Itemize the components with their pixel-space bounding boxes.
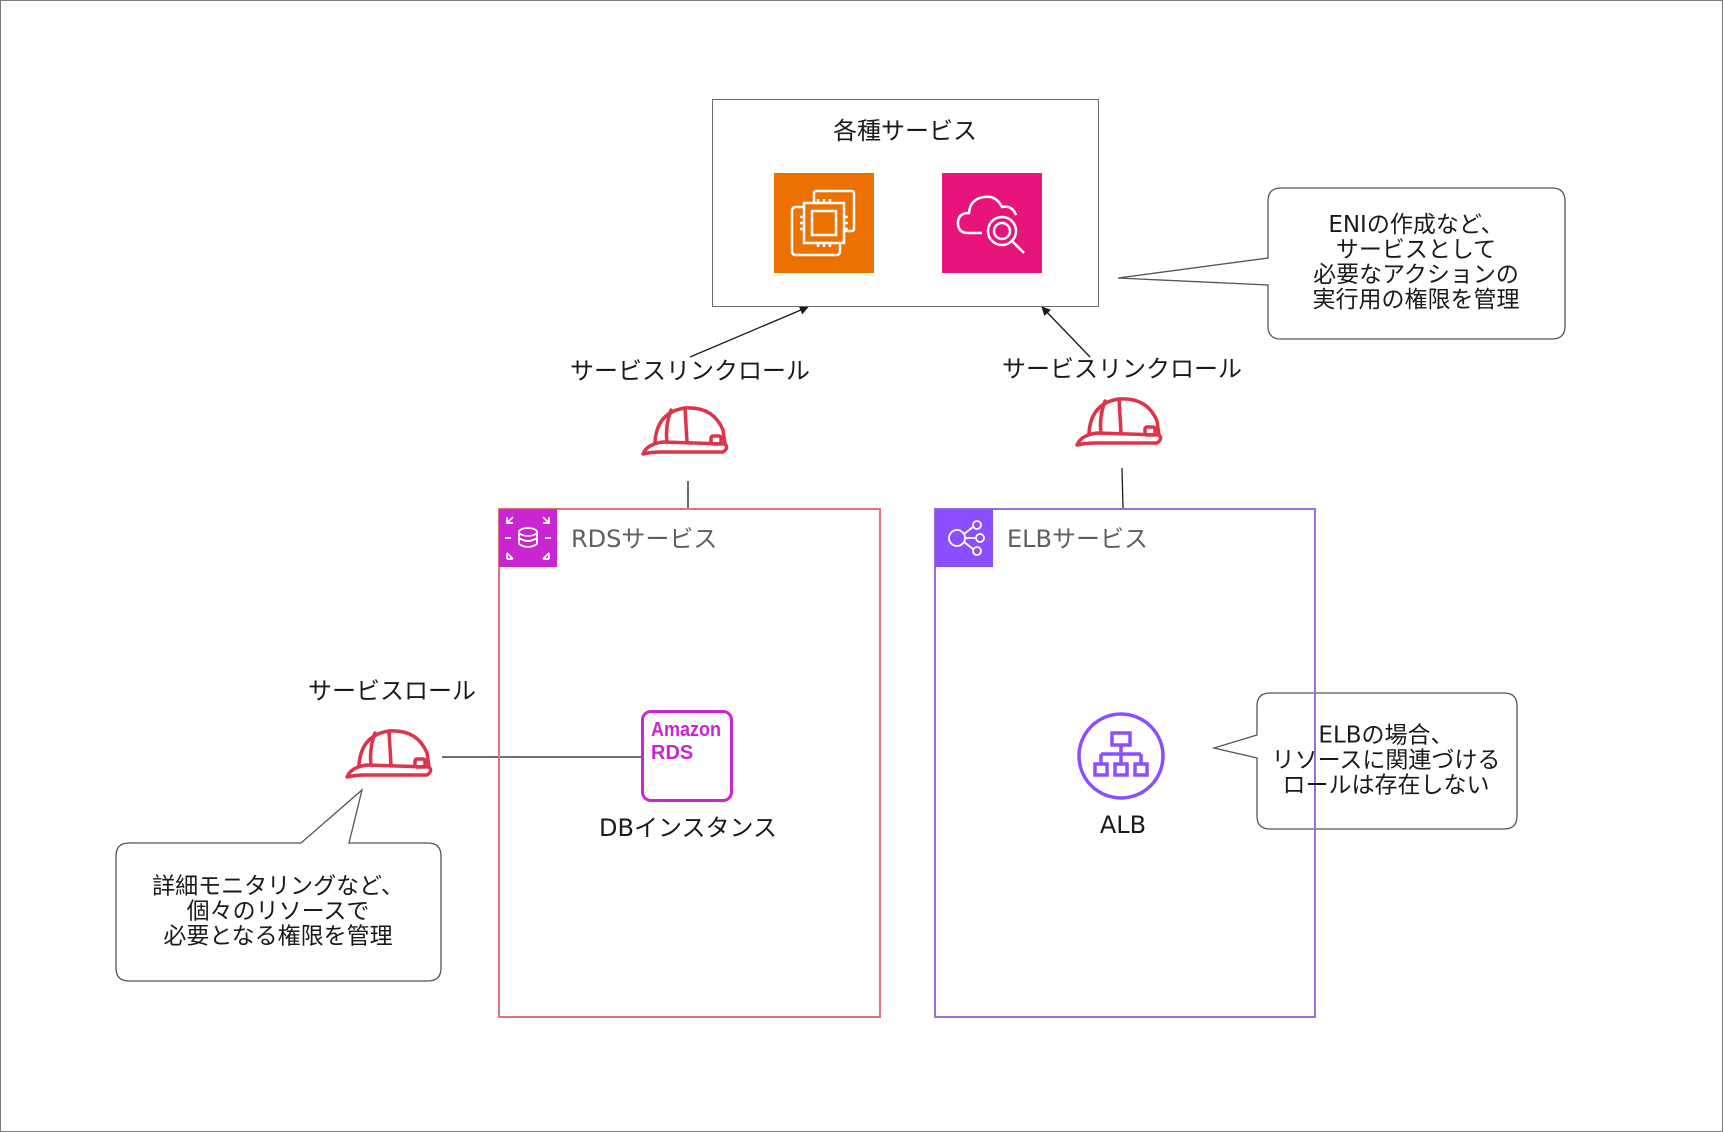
right-link-arrow bbox=[1041, 306, 1091, 358]
helmet-icon bbox=[1075, 397, 1163, 447]
rds-service-group bbox=[498, 508, 881, 1018]
alb-label: ALB bbox=[1099, 811, 1147, 839]
callout-monitoring-line: 個々のリソースで bbox=[186, 898, 370, 925]
helmet-icon bbox=[345, 729, 433, 779]
callout-eni-line: 必要なアクションの bbox=[1313, 262, 1519, 288]
cloudwatch-icon bbox=[942, 173, 1042, 273]
callout-elb-bubble bbox=[1211, 692, 1518, 830]
db-instance-label: DBインスタンス bbox=[599, 814, 777, 842]
callout-eni-text: ENIの作成など、 サービスとして 必要なアクションの 実行用の権限を管理 bbox=[1313, 213, 1520, 313]
right-helmet-to-elb-line bbox=[1121, 467, 1124, 509]
callout-eni-line: ENIの作成など、 bbox=[1328, 212, 1504, 238]
callout-elb-line: ロールは存在しない bbox=[1282, 772, 1490, 799]
callout-eni-line: 実行用の権限を管理 bbox=[1312, 287, 1520, 313]
callout-elb-text: ELBの場合、 リソースに関連づける ロールは存在しない bbox=[1271, 722, 1501, 799]
callout-monitoring-line: 必要となる権限を管理 bbox=[163, 923, 393, 950]
callout-monitoring-bubble bbox=[115, 788, 442, 982]
elb-icon bbox=[935, 509, 993, 567]
services-box-title: 各種サービス bbox=[833, 117, 977, 145]
link-role-left-label: サービスリンクロール bbox=[570, 357, 810, 385]
ec2-icon bbox=[774, 173, 874, 273]
rds-database-icon bbox=[499, 509, 557, 567]
amazon-rds-logo: Amazon RDS bbox=[641, 710, 733, 802]
rds-logo-line2: RDS bbox=[651, 742, 694, 764]
callout-elb-line: リソースに関連づける bbox=[1271, 747, 1501, 774]
callout-monitoring-text: 詳細モニタリングなど、 個々のリソースで 必要となる権限を管理 bbox=[152, 873, 404, 950]
helmet-icon bbox=[641, 406, 729, 456]
elb-service-group bbox=[934, 508, 1316, 1018]
callout-eni-bubble bbox=[1117, 187, 1566, 340]
link-role-right-label: サービスリンクロール bbox=[1002, 355, 1242, 383]
rds-logo-line1: Amazon bbox=[651, 719, 722, 741]
left-link-arrow bbox=[689, 306, 809, 358]
callout-elb-line: ELBの場合、 bbox=[1318, 722, 1454, 749]
alb-icon bbox=[1077, 712, 1165, 800]
elb-group-title: ELBサービス bbox=[1007, 525, 1148, 553]
callout-eni-line: サービスとして bbox=[1335, 237, 1497, 263]
rds-group-title: RDSサービス bbox=[571, 525, 718, 553]
service-role-label: サービスロール bbox=[308, 677, 476, 705]
callout-monitoring-line: 詳細モニタリングなど、 bbox=[152, 873, 404, 900]
